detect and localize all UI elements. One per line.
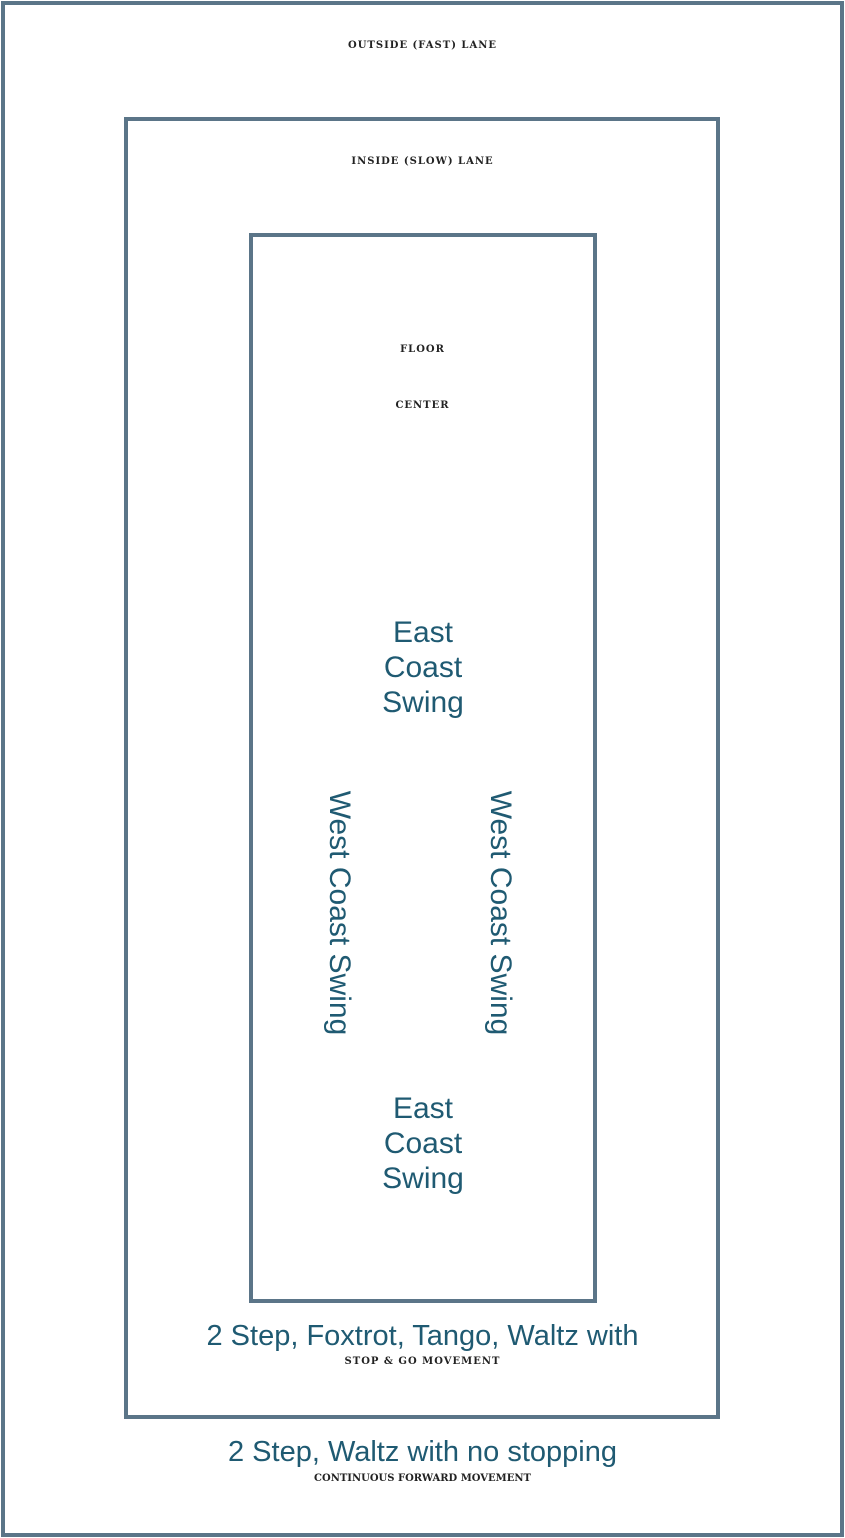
floor-center-title-line1: FLOOR xyxy=(400,344,445,355)
ecs-top-word-2: Coast xyxy=(383,651,463,684)
inside-lane-title: INSIDE (SLOW) LANE xyxy=(351,156,494,167)
ecs-bottom-word-1: East xyxy=(392,1092,454,1125)
floor-center-title: FLOOR CENTER xyxy=(0,322,845,434)
outside-lane-description: 2 Step, Waltz with no stopping xyxy=(227,1436,618,1468)
floor-center-title-line2: CENTER xyxy=(395,400,450,411)
ecs-top-word-3: Swing xyxy=(382,686,464,719)
ecs-top-word-1: East xyxy=(392,616,454,649)
west-coast-swing-left-label: West Coast Swing xyxy=(323,790,356,1036)
east-coast-swing-top-label: East Coast Swing xyxy=(323,615,523,720)
inside-lane-description: 2 Step, Foxtrot, Tango, Waltz with xyxy=(206,1320,639,1352)
outside-lane-title: OUTSIDE (FAST) LANE xyxy=(348,40,497,51)
ecs-bottom-word-2: Coast xyxy=(383,1127,463,1160)
inside-lane-movement: STOP & GO MOVEMENT xyxy=(344,1356,501,1367)
floor-center-box xyxy=(249,233,597,1303)
inside-lane-box xyxy=(124,117,720,1419)
west-coast-swing-right-label: West Coast Swing xyxy=(484,790,517,1036)
east-coast-swing-bottom-label: East Coast Swing xyxy=(323,1091,523,1196)
outside-lane-movement: CONTINUOUS FORWARD MOVEMENT xyxy=(314,1473,531,1484)
ecs-bottom-word-3: Swing xyxy=(382,1162,464,1195)
